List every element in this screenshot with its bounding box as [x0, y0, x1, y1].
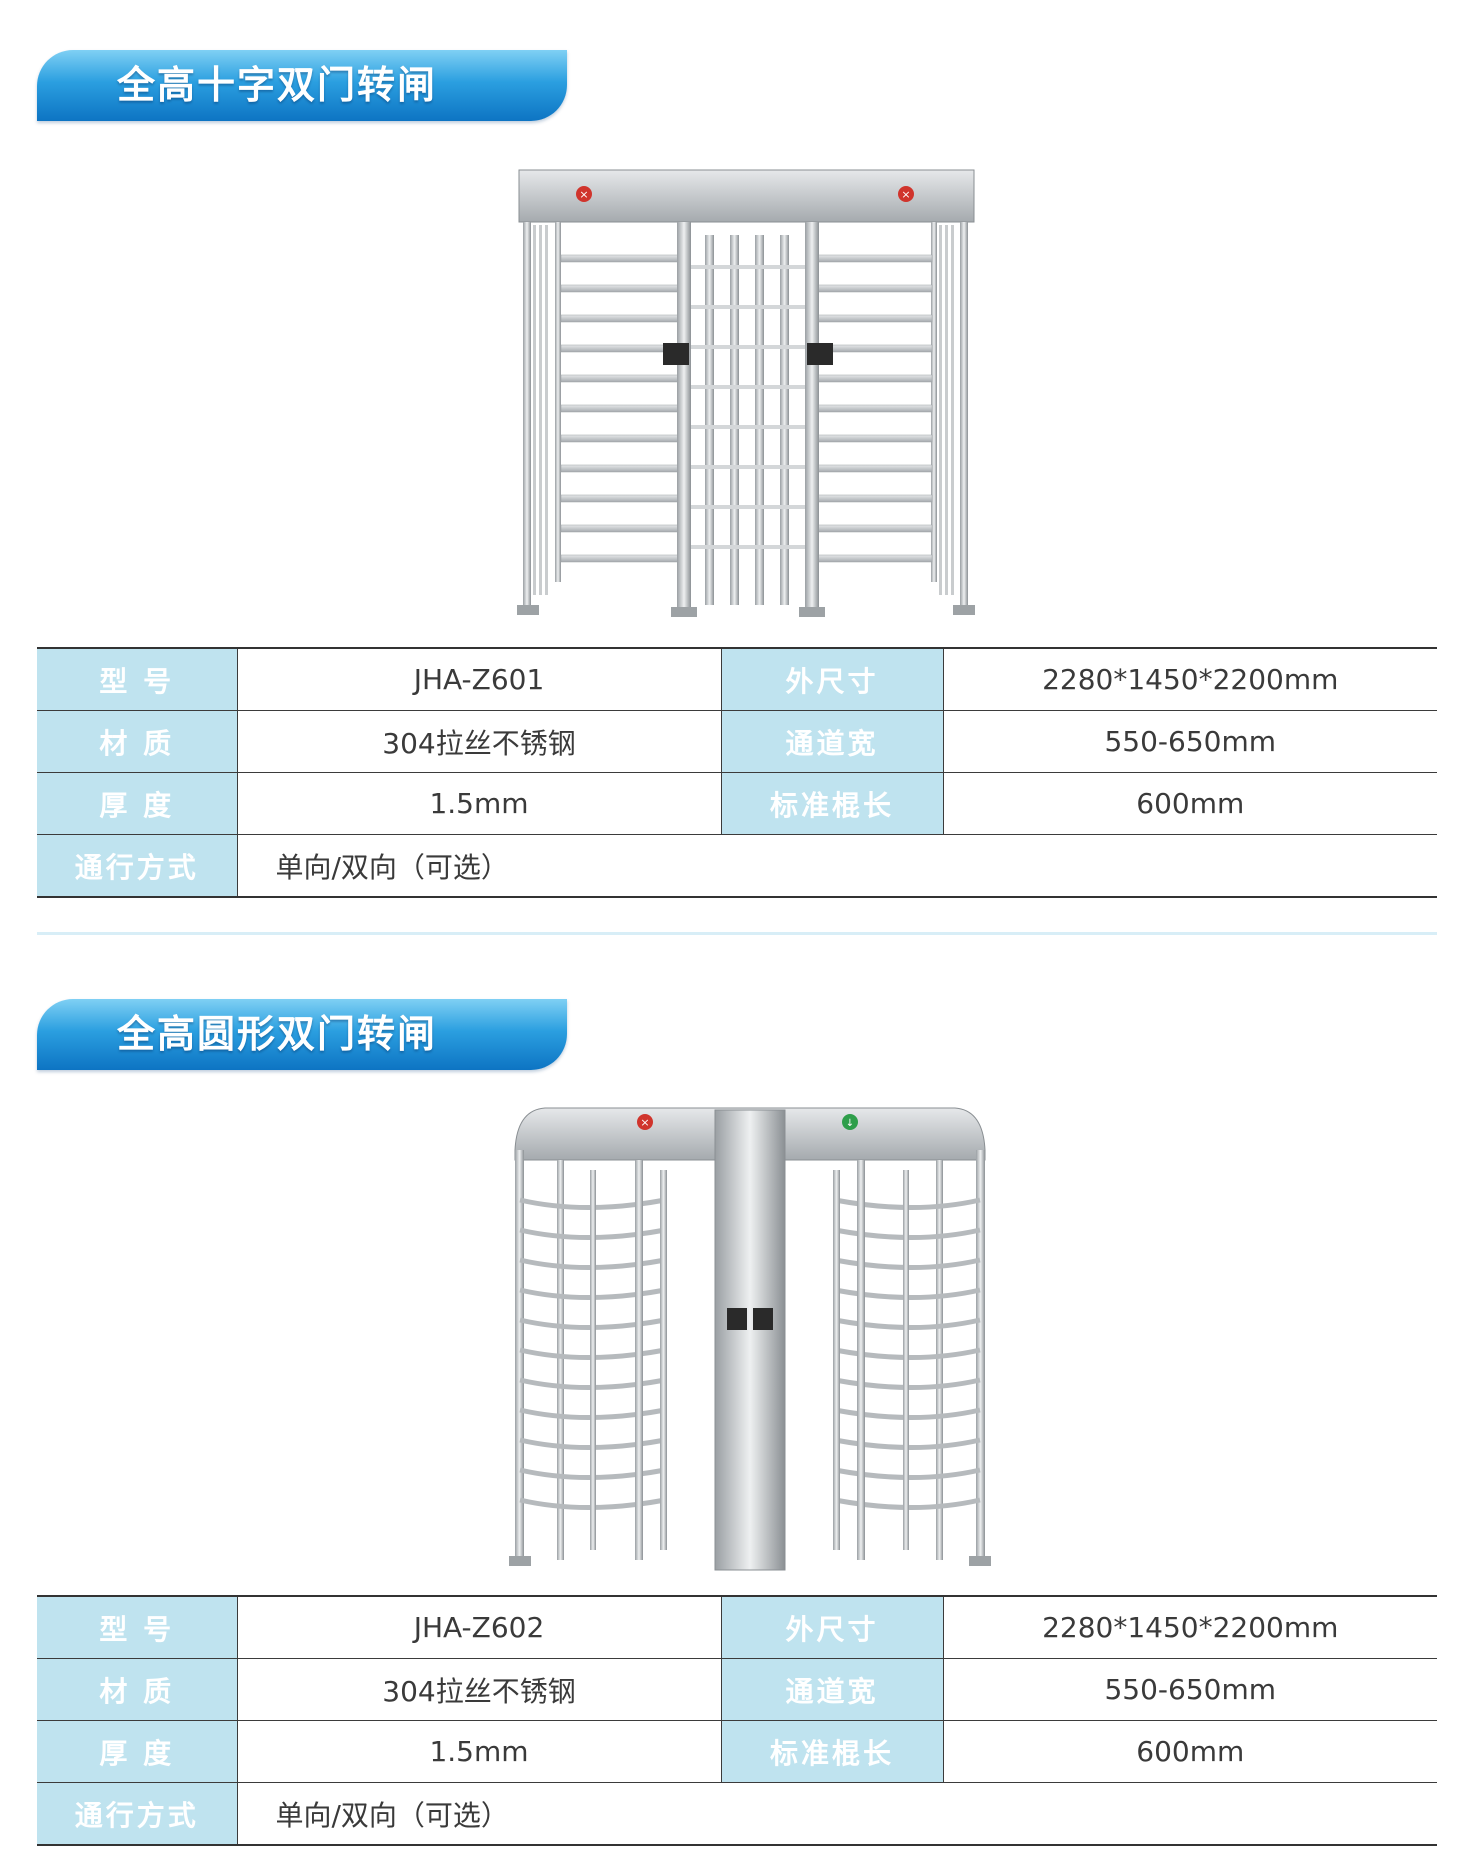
round-turnstile-image: × ↓ [509, 1107, 991, 1571]
section-2-spec-table: 型 号 JHA-Z602 外尺寸 2280*1450*2200mm 材 质 30… [37, 1595, 1437, 1846]
table-row: 通行方式 单向/双向（可选） [37, 834, 1437, 897]
mode-value: 单向/双向（可选） [236, 1782, 1437, 1845]
width-label: 通道宽 [720, 1658, 943, 1721]
model-label: 型 号 [37, 648, 237, 711]
section-1-title: 全高十字双门转闸 [117, 63, 438, 107]
rod-label: 标准棍长 [720, 1720, 943, 1783]
section-2-title-banner: 全高圆形双门转闸 [37, 999, 567, 1070]
mode-label: 通行方式 [37, 1782, 237, 1845]
go-indicator [842, 1114, 858, 1130]
size-label: 外尺寸 [720, 1596, 943, 1659]
table-row: 材 质 304拉丝不锈钢 通道宽 550-650mm [37, 1658, 1437, 1721]
table-row: 材 质 304拉丝不锈钢 通道宽 550-650mm [37, 710, 1437, 773]
table-row: 厚 度 1.5mm 标准棍长 600mm [37, 1720, 1437, 1783]
mode-label: 通行方式 [37, 834, 237, 897]
table-row: 厚 度 1.5mm 标准棍长 600mm [37, 772, 1437, 835]
stop-indicator [637, 1114, 653, 1130]
width-value: 550-650mm [942, 710, 1437, 773]
thickness-value: 1.5mm [236, 772, 721, 835]
section-divider [37, 932, 1437, 935]
width-label: 通道宽 [720, 710, 943, 773]
material-label: 材 质 [37, 710, 237, 773]
width-value: 550-650mm [942, 1658, 1437, 1721]
svg-text:×: × [579, 188, 588, 201]
size-value: 2280*1450*2200mm [942, 648, 1437, 711]
mode-value: 单向/双向（可选） [236, 834, 1437, 897]
material-value: 304拉丝不锈钢 [236, 710, 721, 773]
stop-indicator-left [576, 186, 592, 202]
rod-label: 标准棍长 [720, 772, 943, 835]
thickness-value: 1.5mm [236, 1720, 721, 1783]
svg-text:×: × [901, 188, 910, 201]
svg-text:×: × [640, 1116, 649, 1129]
material-label: 材 质 [37, 1658, 237, 1721]
table-row: 型 号 JHA-Z602 外尺寸 2280*1450*2200mm [37, 1596, 1437, 1659]
model-value: JHA-Z601 [236, 648, 721, 711]
table-row: 通行方式 单向/双向（可选） [37, 1782, 1437, 1845]
thickness-label: 厚 度 [37, 1720, 237, 1783]
stop-indicator-right [898, 186, 914, 202]
svg-text:↓: ↓ [846, 1118, 854, 1129]
section-2-title: 全高圆形双门转闸 [117, 1012, 438, 1056]
material-value: 304拉丝不锈钢 [236, 1658, 721, 1721]
model-value: JHA-Z602 [236, 1596, 721, 1659]
rod-value: 600mm [942, 772, 1437, 835]
section-1-title-banner: 全高十字双门转闸 [37, 50, 567, 121]
model-label: 型 号 [37, 1596, 237, 1659]
thickness-label: 厚 度 [37, 772, 237, 835]
size-value: 2280*1450*2200mm [942, 1596, 1437, 1659]
table-row: 型 号 JHA-Z601 外尺寸 2280*1450*2200mm [37, 648, 1437, 711]
cross-turnstile-image: × × [517, 169, 975, 617]
rod-value: 600mm [942, 1720, 1437, 1783]
section-1-spec-table: 型 号 JHA-Z601 外尺寸 2280*1450*2200mm 材 质 30… [37, 647, 1437, 898]
size-label: 外尺寸 [720, 648, 943, 711]
